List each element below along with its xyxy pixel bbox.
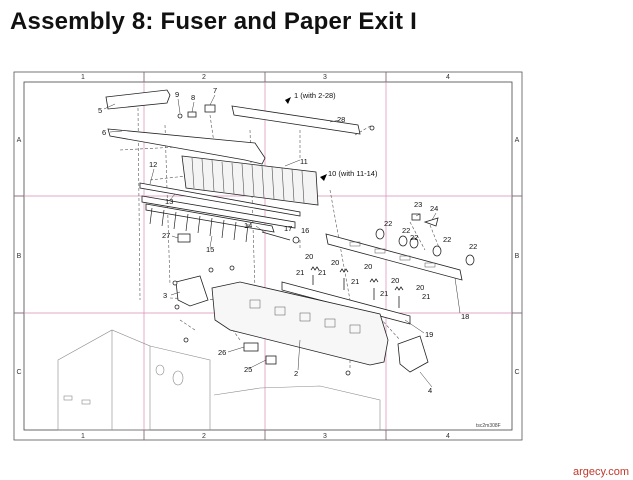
part-label-22: 22 <box>410 233 418 242</box>
pin-part-16 <box>292 236 300 244</box>
grid-row-label-right: C <box>514 369 519 376</box>
grid-col-label-bottom: 3 <box>323 433 327 440</box>
part-label-18: 18 <box>461 312 469 321</box>
figure-code: tsc2m308F <box>476 423 501 429</box>
grid-col-label-bottom: 1 <box>81 433 85 440</box>
roller-shaft-part <box>139 182 301 217</box>
part-label-6: 6 <box>102 128 106 137</box>
grid-col-label-top: 1 <box>81 74 85 81</box>
grid-col-label-bottom: 2 <box>202 433 206 440</box>
grid-frame <box>13 71 523 441</box>
part-label-28: 28 <box>337 115 345 124</box>
part-label-4: 4 <box>428 386 432 395</box>
part-label-13: 13 <box>165 197 173 206</box>
clip-part-23 <box>411 213 421 221</box>
screw-part <box>183 337 189 343</box>
part-label-22: 22 <box>384 219 392 228</box>
part-label-10: 10 (with 11-14) <box>328 169 378 178</box>
part-label-19: 19 <box>425 330 433 339</box>
spring-set-20-21 <box>310 266 404 308</box>
footer-site-link[interactable]: argecy.com <box>572 466 629 478</box>
screw-part <box>369 125 375 131</box>
roller-guide-part <box>141 195 296 229</box>
part-label-7: 7 <box>213 86 217 95</box>
grid-row-label-left: A <box>17 137 22 144</box>
part-label-23: 23 <box>414 200 422 209</box>
grid-row-label-right: B <box>515 253 520 260</box>
exit-cover-part <box>105 89 171 110</box>
exit-chute-part <box>181 155 319 206</box>
part-label-26: 26 <box>218 348 226 357</box>
part-label-22: 22 <box>402 226 410 235</box>
guide-fingers <box>149 207 249 243</box>
screw-part <box>208 267 214 273</box>
part-label-20: 20 <box>331 258 339 267</box>
direction-arrows <box>285 97 327 181</box>
part-label-12: 12 <box>149 160 157 169</box>
part-label-27: 27 <box>162 231 170 240</box>
part-label-20: 20 <box>391 276 399 285</box>
top-cover-bar-part <box>231 105 361 135</box>
fuser-frame-part <box>211 281 389 366</box>
part-label-20: 20 <box>416 283 424 292</box>
side-plate-part <box>325 233 463 281</box>
part-label-11: 11 <box>300 157 308 166</box>
screw-part <box>345 370 351 376</box>
part-label-3: 3 <box>163 291 167 300</box>
part-label-8: 8 <box>191 93 195 102</box>
part-label-5: 5 <box>98 106 102 115</box>
part-label-21: 21 <box>422 292 430 301</box>
grid-row-label-left: B <box>17 253 22 260</box>
part-label-22: 22 <box>469 242 477 251</box>
left-bracket-part <box>175 275 209 307</box>
part-label-21: 21 <box>318 268 326 277</box>
block-part-27 <box>177 233 191 243</box>
screw-part <box>174 304 180 310</box>
housing-outline <box>57 329 381 431</box>
part-label-14: 14 <box>244 221 252 230</box>
part-label-21: 21 <box>351 277 359 286</box>
part-label-21: 21 <box>380 289 388 298</box>
exit-shaft-part <box>107 128 266 165</box>
leader-lines <box>103 94 461 388</box>
part-label-20: 20 <box>364 262 372 271</box>
part-label-9: 9 <box>175 90 179 99</box>
part-label-17: 17 <box>284 224 292 233</box>
small-gear-part <box>187 111 197 118</box>
small-part-26 <box>243 342 259 352</box>
part-drawings <box>105 89 475 376</box>
part-label-22: 22 <box>443 235 451 244</box>
grid-col-label-top: 2 <box>202 74 206 81</box>
part-label-15: 15 <box>206 245 214 254</box>
part-label-25: 25 <box>244 365 252 374</box>
part-label-20: 20 <box>305 252 313 261</box>
small-clip-part <box>204 104 216 113</box>
paper-guide-part <box>145 203 275 233</box>
grid-col-label-bottom: 4 <box>446 433 450 440</box>
screw-part <box>229 265 235 271</box>
lever-part-24 <box>423 217 439 227</box>
grid-row-label-left: C <box>16 369 21 376</box>
part-label-2: 2 <box>294 369 298 378</box>
part-label-16: 16 <box>301 226 309 235</box>
small-screw-part <box>177 113 183 119</box>
screw-part <box>172 280 178 286</box>
grid-col-label-top: 4 <box>446 74 450 81</box>
grid-col-label-top: 3 <box>323 74 327 81</box>
page-title: Assembly 8: Fuser and Paper Exit I <box>10 8 417 35</box>
right-bracket-part <box>397 335 429 373</box>
spring-pin-part <box>261 231 291 241</box>
part-label-1: 1 (with 2-28) <box>294 91 336 100</box>
part-label-21: 21 <box>296 268 304 277</box>
part-label-24: 24 <box>430 204 438 213</box>
grid-row-label-right: A <box>515 137 520 144</box>
roller-set-22 <box>375 228 475 266</box>
chute-ribs <box>191 157 305 204</box>
small-part-25 <box>265 355 277 365</box>
